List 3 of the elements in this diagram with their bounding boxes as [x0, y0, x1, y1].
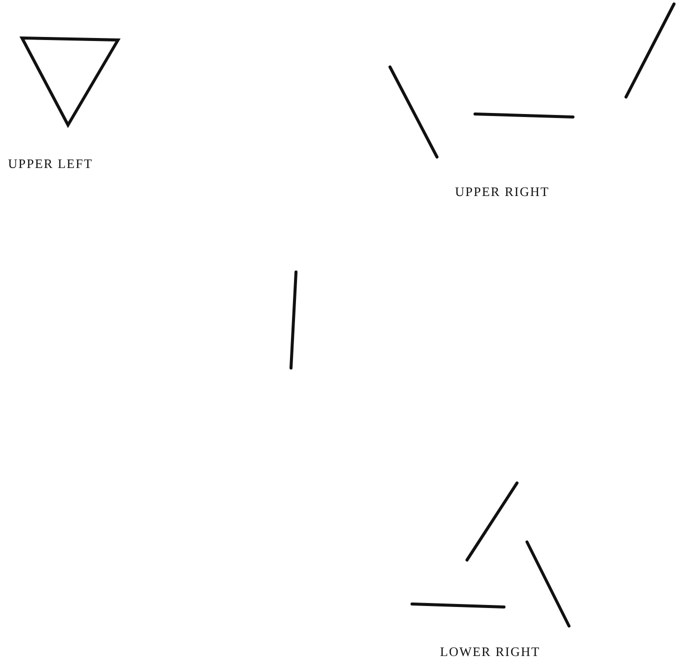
- figure-label: LOWER RIGHT: [440, 644, 540, 660]
- figure-label: UPPER RIGHT: [455, 184, 550, 200]
- figure-label: UPPER LEFT: [8, 156, 93, 172]
